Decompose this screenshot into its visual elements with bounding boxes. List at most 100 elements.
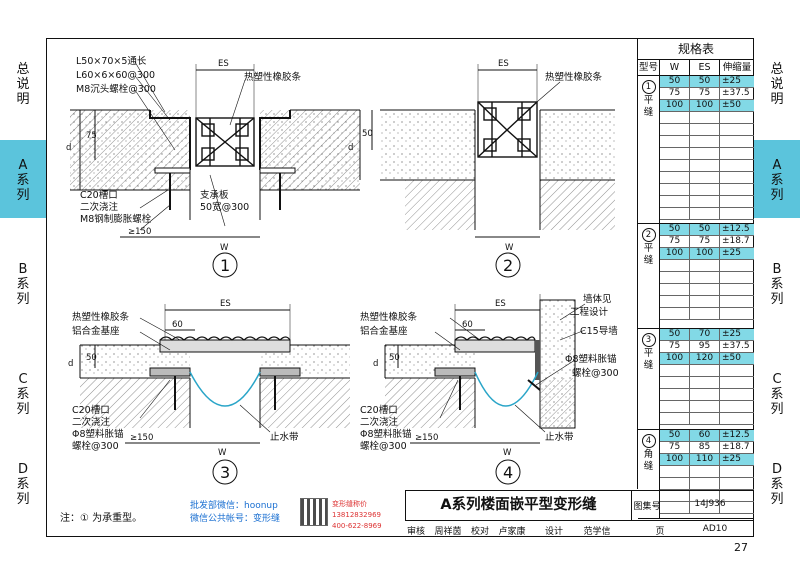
spec-cell: 95 [690,341,720,352]
d4-dim-50: 50 [389,353,400,363]
d1-label-8: 50宽@300 [200,201,249,213]
spec-cell [720,160,754,171]
d2-number: 2 [503,256,513,275]
spec-cell [690,413,720,424]
side-tab-char: 系 [770,387,784,402]
d4-number: 4 [503,463,513,482]
sign-cell-1: 审核 [406,527,425,537]
spec-cell: ±25 [722,454,741,464]
spec-cell: ±18.7 [722,236,750,246]
spec-cell: ±50 [722,100,741,110]
spec-cell: ±25 [722,76,741,86]
spec-row [660,160,754,172]
spec-cell: ±37.5 [722,341,750,351]
side-tab-char: D [17,462,28,477]
spec-row [660,124,754,136]
spec-cell [720,112,754,123]
spec-cell [690,124,720,135]
side-tab-char: A [772,158,782,173]
spec-cell [720,401,754,412]
spec-group-name: 平 [643,348,654,359]
spec-cell [660,502,690,513]
spec-cell: 70 [690,329,720,340]
title-block-top [405,490,754,491]
spec-cell: 50 [690,224,720,235]
side-tab-1-left[interactable]: 总说明 [0,62,46,110]
d4-label-1: 铝合金基座 [360,325,408,337]
side-tab-char: C [18,372,28,387]
sign-cell-3: 校对 [470,527,489,537]
spec-table-title: 规格表 [638,39,754,60]
spec-cell [690,466,720,477]
spec-cell [720,296,754,307]
spec-cell [660,401,690,412]
spec-cell: 50 [660,430,690,441]
side-tab-char: 说 [770,77,784,92]
spec-group-name: 缝 [643,360,654,371]
spec-row [660,112,754,124]
spec-row [660,502,754,514]
spec-cell: ±25 [722,248,741,258]
spec-cell [720,389,754,400]
spec-row [660,136,754,148]
spec-cell [690,136,720,147]
side-tab-char: D [771,462,782,477]
side-tab-1-right[interactable]: 总说明 [754,62,800,110]
d4-dim-60: 60 [462,320,473,330]
note: 注：① 为承重型。 [60,513,143,524]
d4-label-5: 螺栓@300 [360,440,407,452]
d3-dim-d: d [68,359,73,369]
detail-4: ES 60 d 50 ≥150 W 热塑性橡胶条 铝合金基座 C20槽口 二次浇… [360,293,619,485]
spec-cell: 100 [660,454,690,465]
d4-dim-d: d [373,359,378,369]
d3-dim-60: 60 [172,320,183,330]
header-range: 伸缩量 [722,62,752,73]
d4-label-4: Φ8塑料胀锚 [360,428,412,440]
side-tab-char: 列 [16,292,30,307]
spec-cell [690,296,720,307]
spec-cell: 100 [660,100,690,111]
spec-cell: 75 [690,236,720,247]
spec-cell [660,148,690,159]
spec-cell: 75 [660,341,690,352]
spec-cell [660,308,690,319]
sign-cell-5: 设计 [544,527,563,537]
spec-row [660,365,754,377]
spec-cell: 75 [690,88,720,99]
header-type: 型号 [638,60,660,75]
spec-row [660,184,754,196]
spec-cell [660,112,690,123]
header-w: W [660,60,690,75]
side-tab-char: 系 [16,477,30,492]
spec-row [660,466,754,478]
d1-number: 1 [220,256,230,275]
spec-row [660,196,754,208]
d1-dim-150: ≥150 [128,227,151,237]
spec-row [660,260,754,272]
spec-cell [720,466,754,477]
spec-cell [660,208,690,219]
d4-label-10: Φ8塑料胀锚 [565,353,617,365]
sign-cell-4: 卢家康 [498,527,526,537]
spec-row [660,284,754,296]
spec-table-header: 型号 W ES 伸缩量 [638,60,754,76]
d3-label-6: 止水带 [270,431,299,443]
spec-cell [720,172,754,183]
